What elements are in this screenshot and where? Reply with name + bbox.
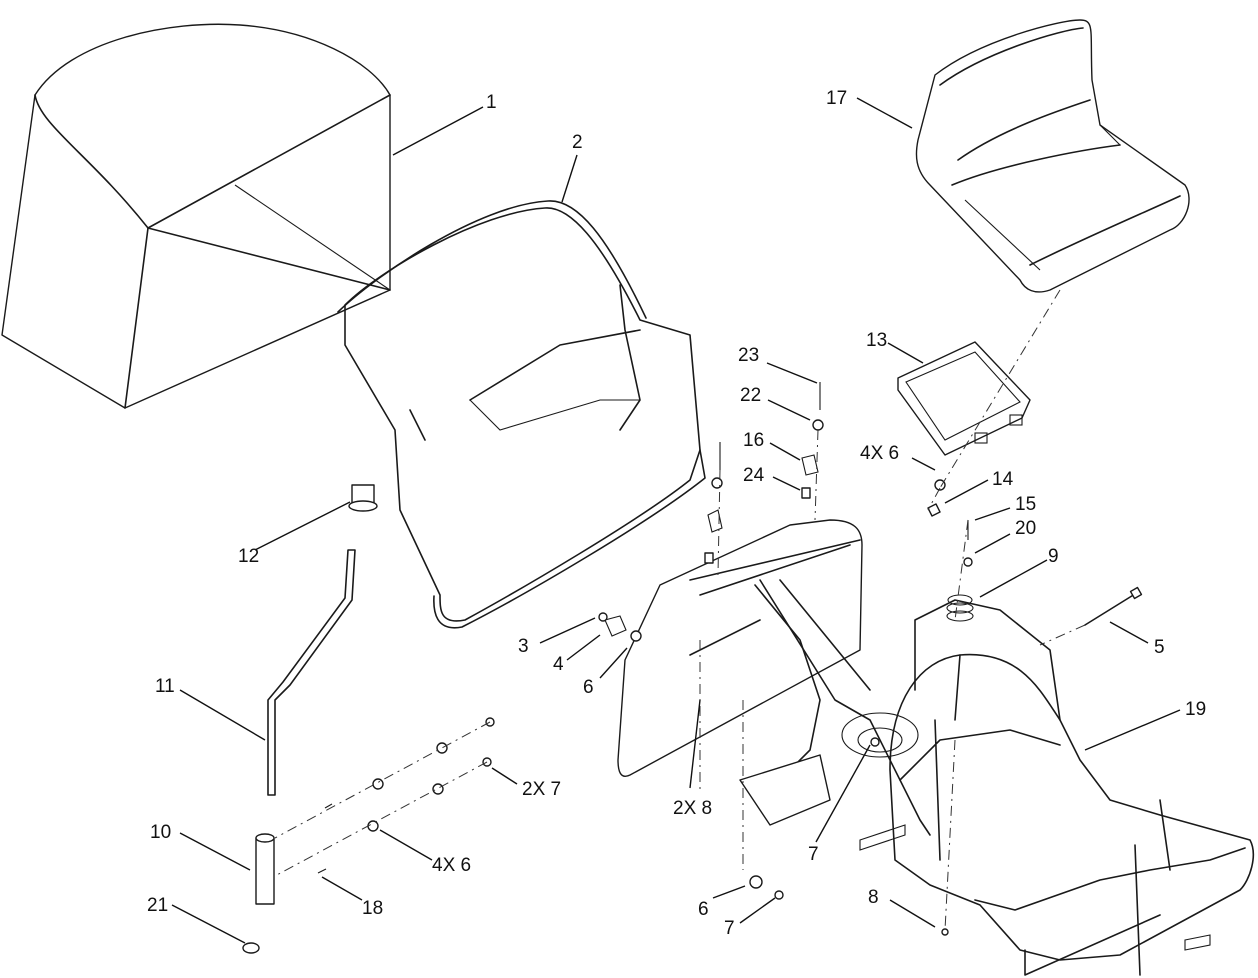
- callout-18: 18: [362, 898, 383, 919]
- callout-labels: 1 2 3 4 6 5 7 2X 7 2X 8 9 10 11 12 13 14…: [147, 88, 1206, 939]
- part-seat-plate: [897, 341, 1031, 456]
- callout-7-frame: 7: [808, 844, 819, 865]
- callout-6-lower: 6: [698, 899, 709, 920]
- callout-24: 24: [743, 465, 765, 486]
- callout-2x-8: 2X 8: [673, 798, 712, 819]
- part-handle: [242, 484, 378, 954]
- callout-6-upper: 6: [583, 677, 594, 698]
- callout-7-lower: 7: [724, 918, 735, 939]
- callout-23: 23: [738, 345, 759, 366]
- callout-17: 17: [826, 88, 847, 109]
- callout-11: 11: [155, 676, 175, 697]
- callout-8: 8: [868, 887, 879, 908]
- callout-1: 1: [486, 92, 497, 113]
- callout-2: 2: [572, 132, 583, 153]
- part-seat: [915, 19, 1190, 293]
- callout-5: 5: [1154, 637, 1165, 658]
- callout-12: 12: [238, 546, 259, 567]
- callout-15: 15: [1015, 494, 1036, 515]
- callout-3: 3: [518, 636, 529, 657]
- callout-22: 22: [740, 385, 761, 406]
- part-spring: [946, 594, 974, 622]
- callout-4x-6-lower: 4X 6: [432, 855, 471, 876]
- callout-4x-6-upper: 4X 6: [860, 443, 899, 464]
- part-bag-cover: [1, 23, 391, 409]
- part-bag-frame: [337, 200, 706, 629]
- alignment-lines: [274, 289, 1086, 931]
- part-long-bolt: [1084, 586, 1143, 626]
- callout-16: 16: [743, 430, 764, 451]
- part-main-frame: [617, 519, 1255, 976]
- callout-9: 9: [1048, 546, 1059, 567]
- callout-14: 14: [992, 469, 1014, 490]
- callout-10: 10: [150, 822, 171, 843]
- callout-21: 21: [147, 895, 168, 916]
- callout-19: 19: [1185, 699, 1206, 720]
- callout-20: 20: [1015, 518, 1036, 539]
- callout-13: 13: [866, 330, 887, 351]
- leader-lines: [171, 97, 1181, 944]
- callout-2x-7: 2X 7: [522, 779, 561, 800]
- callout-4: 4: [553, 654, 564, 675]
